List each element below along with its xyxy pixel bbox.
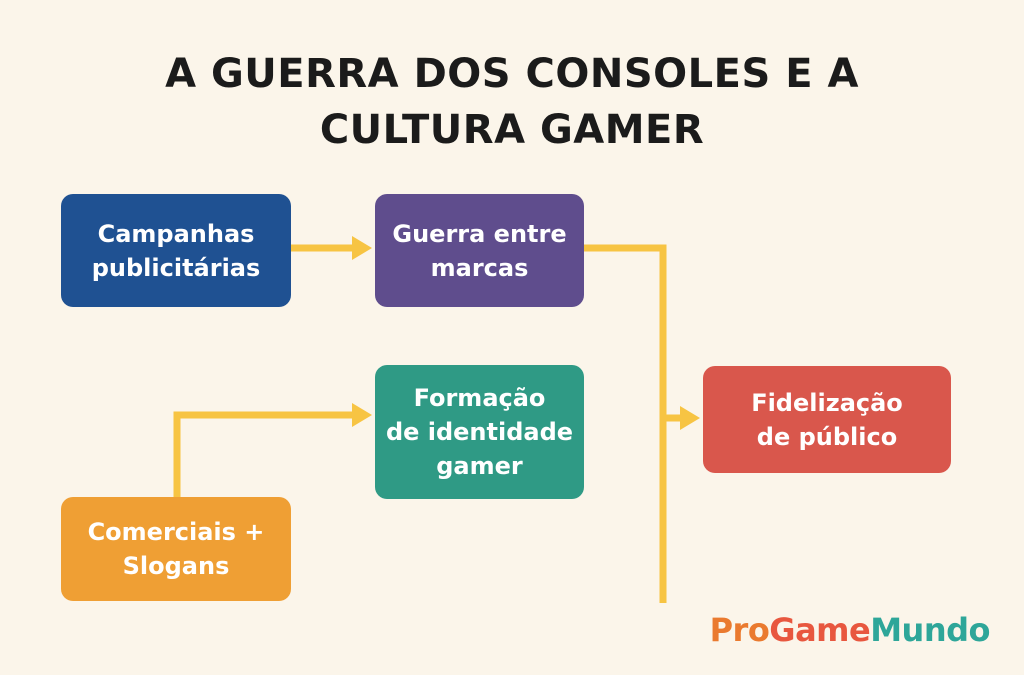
node-label-line: Fidelização (751, 388, 903, 417)
node-guerra-entre-marcas: Guerra entre marcas (375, 194, 584, 307)
arrowhead-to-fidelizacao (680, 406, 700, 430)
title-line-2: CULTURA GAMER (319, 107, 705, 153)
arrowhead-to-formacao (352, 403, 372, 427)
node-campanhas-publicitarias: Campanhas publicitárias (61, 194, 291, 307)
brand-logo: ProGameMundo (709, 608, 991, 652)
brand-part-mundo: Mundo (870, 611, 990, 649)
node-label-line: Slogans (122, 552, 230, 580)
node-label-line: Guerra entre (392, 219, 567, 248)
diagram-title: A GUERRA DOS CONSOLES E A CULTURA GAMER (0, 46, 1024, 158)
node-label-line: Formação (413, 384, 546, 412)
connector-comerciais-to-formacao (173, 411, 352, 497)
title-line-1: A GUERRA DOS CONSOLES E A (165, 51, 859, 97)
node-label-line: Campanhas (97, 219, 255, 248)
node-label-line: gamer (436, 452, 523, 480)
node-fidelizacao-de-publico: Fidelização de público (703, 366, 951, 473)
node-label-line: Comerciais + (87, 518, 265, 546)
brand-part-pro: Pro (709, 611, 770, 649)
node-comerciais-slogans: Comerciais + Slogans (61, 497, 291, 601)
brand-part-game: Game (769, 611, 871, 649)
node-label-line: de identidade (385, 418, 574, 446)
node-formacao-identidade-gamer: Formação de identidade gamer (375, 365, 584, 499)
node-label-line: marcas (430, 253, 529, 282)
arrowhead-to-guerra (352, 236, 372, 260)
connector-guerra-trunk (584, 244, 667, 603)
node-label-line: de público (756, 422, 898, 451)
node-label-line: publicitárias (91, 253, 261, 282)
